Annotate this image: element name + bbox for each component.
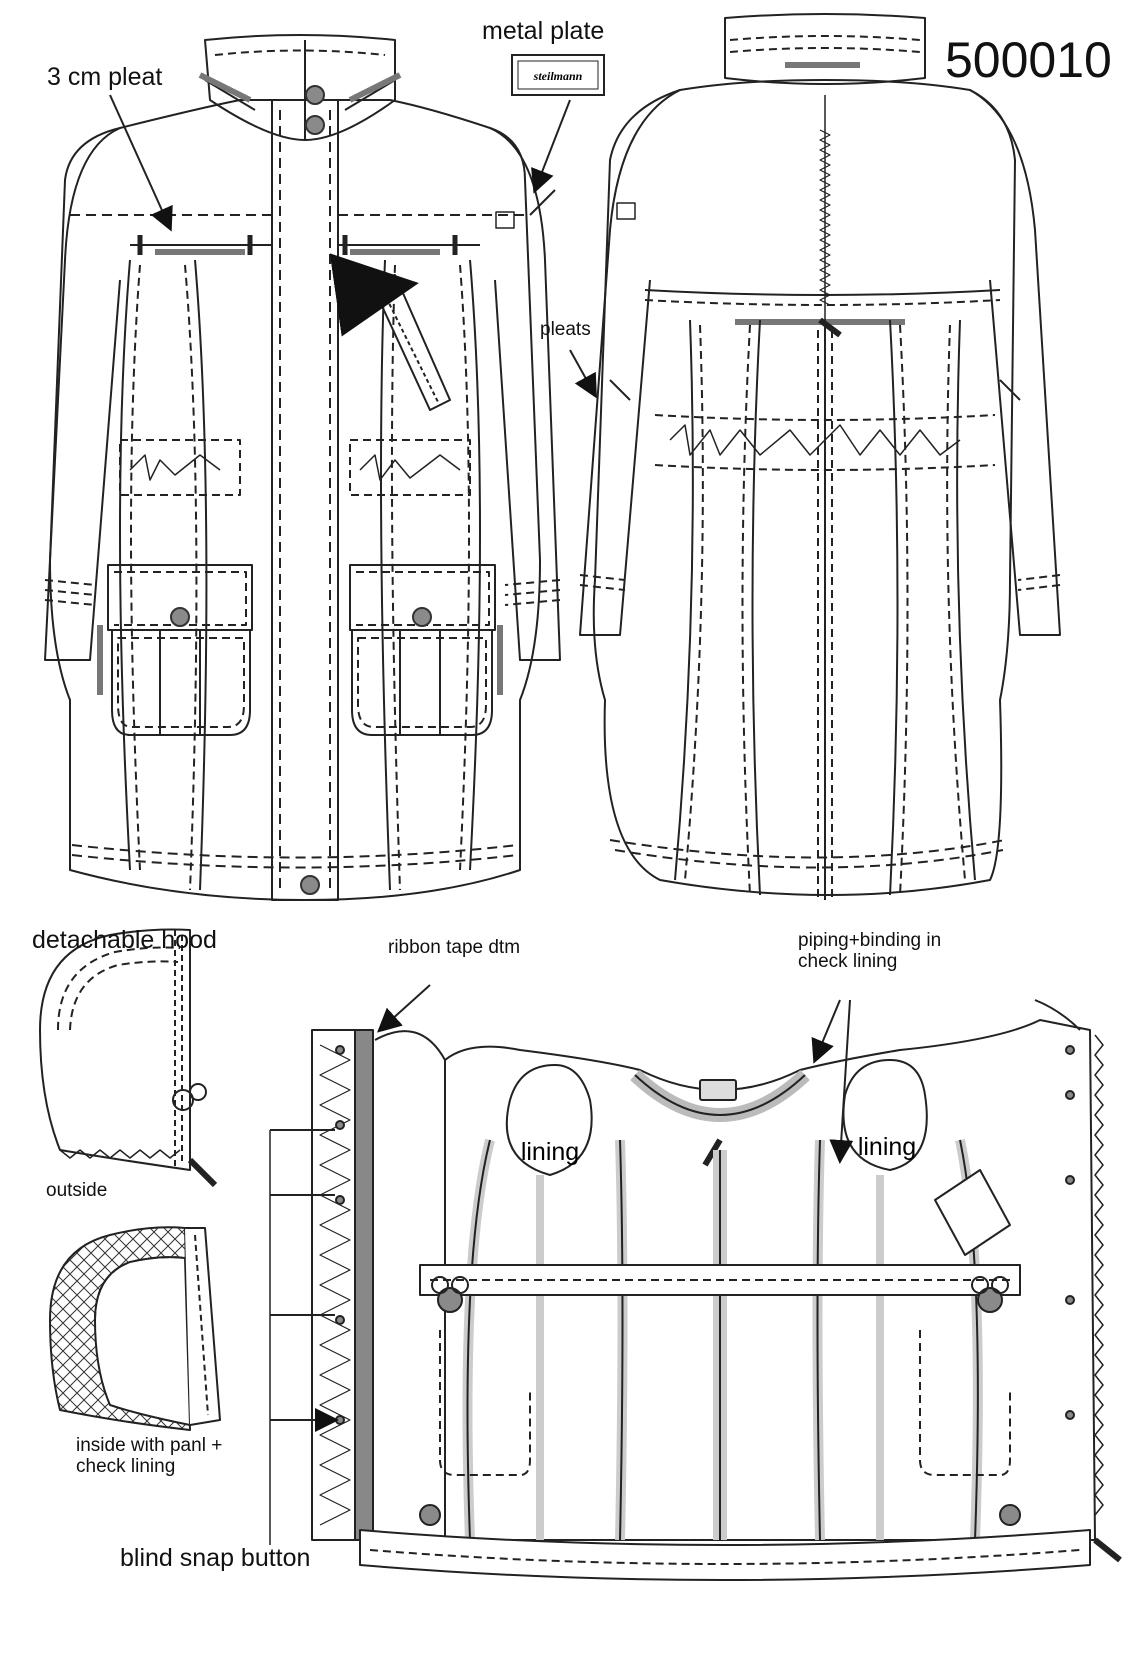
front-placket (271, 99, 339, 901)
back-body-outline (592, 79, 1016, 896)
callout-blind-snap: blind snap button (120, 1544, 311, 1572)
callout-ribbon-tape: ribbon tape dtm (388, 937, 521, 958)
front-right-sleeve (489, 127, 561, 661)
back-left-sleeve (579, 89, 681, 636)
back-view (569, 13, 1061, 900)
back-right-sleeve (969, 89, 1061, 636)
inside-view (311, 999, 1122, 1581)
back-collar (724, 13, 926, 85)
front-body-outline (49, 99, 541, 901)
lining-label-right: lining (858, 1133, 916, 1161)
front-left-pocket (97, 564, 253, 736)
callout-hood-outside: outside (46, 1180, 108, 1201)
callout-piping-binding: piping+binding in check lining (798, 930, 942, 973)
callout-3cm-pleat: 3 cm pleat (47, 63, 163, 91)
callout-metal-plate: metal plate (482, 17, 605, 45)
front-view (44, 34, 561, 901)
front-collar (204, 34, 396, 141)
callout-leaders (109, 94, 854, 1545)
plate-brand-text: steilmann (533, 69, 583, 83)
lining-label-left: lining (521, 1138, 579, 1166)
hood-inside (49, 1226, 221, 1431)
callout-detachable-hood: detachable hood (32, 926, 217, 954)
style-number: 500010 (945, 32, 1112, 88)
metal-plate-badge: steilmann (511, 54, 605, 96)
callout-pleats: pleats (540, 319, 591, 340)
hood-outside (39, 928, 218, 1188)
callout-hood-inside: inside with panl + check lining (76, 1435, 223, 1478)
front-right-pocket (349, 564, 503, 736)
front-left-sleeve (44, 127, 121, 661)
